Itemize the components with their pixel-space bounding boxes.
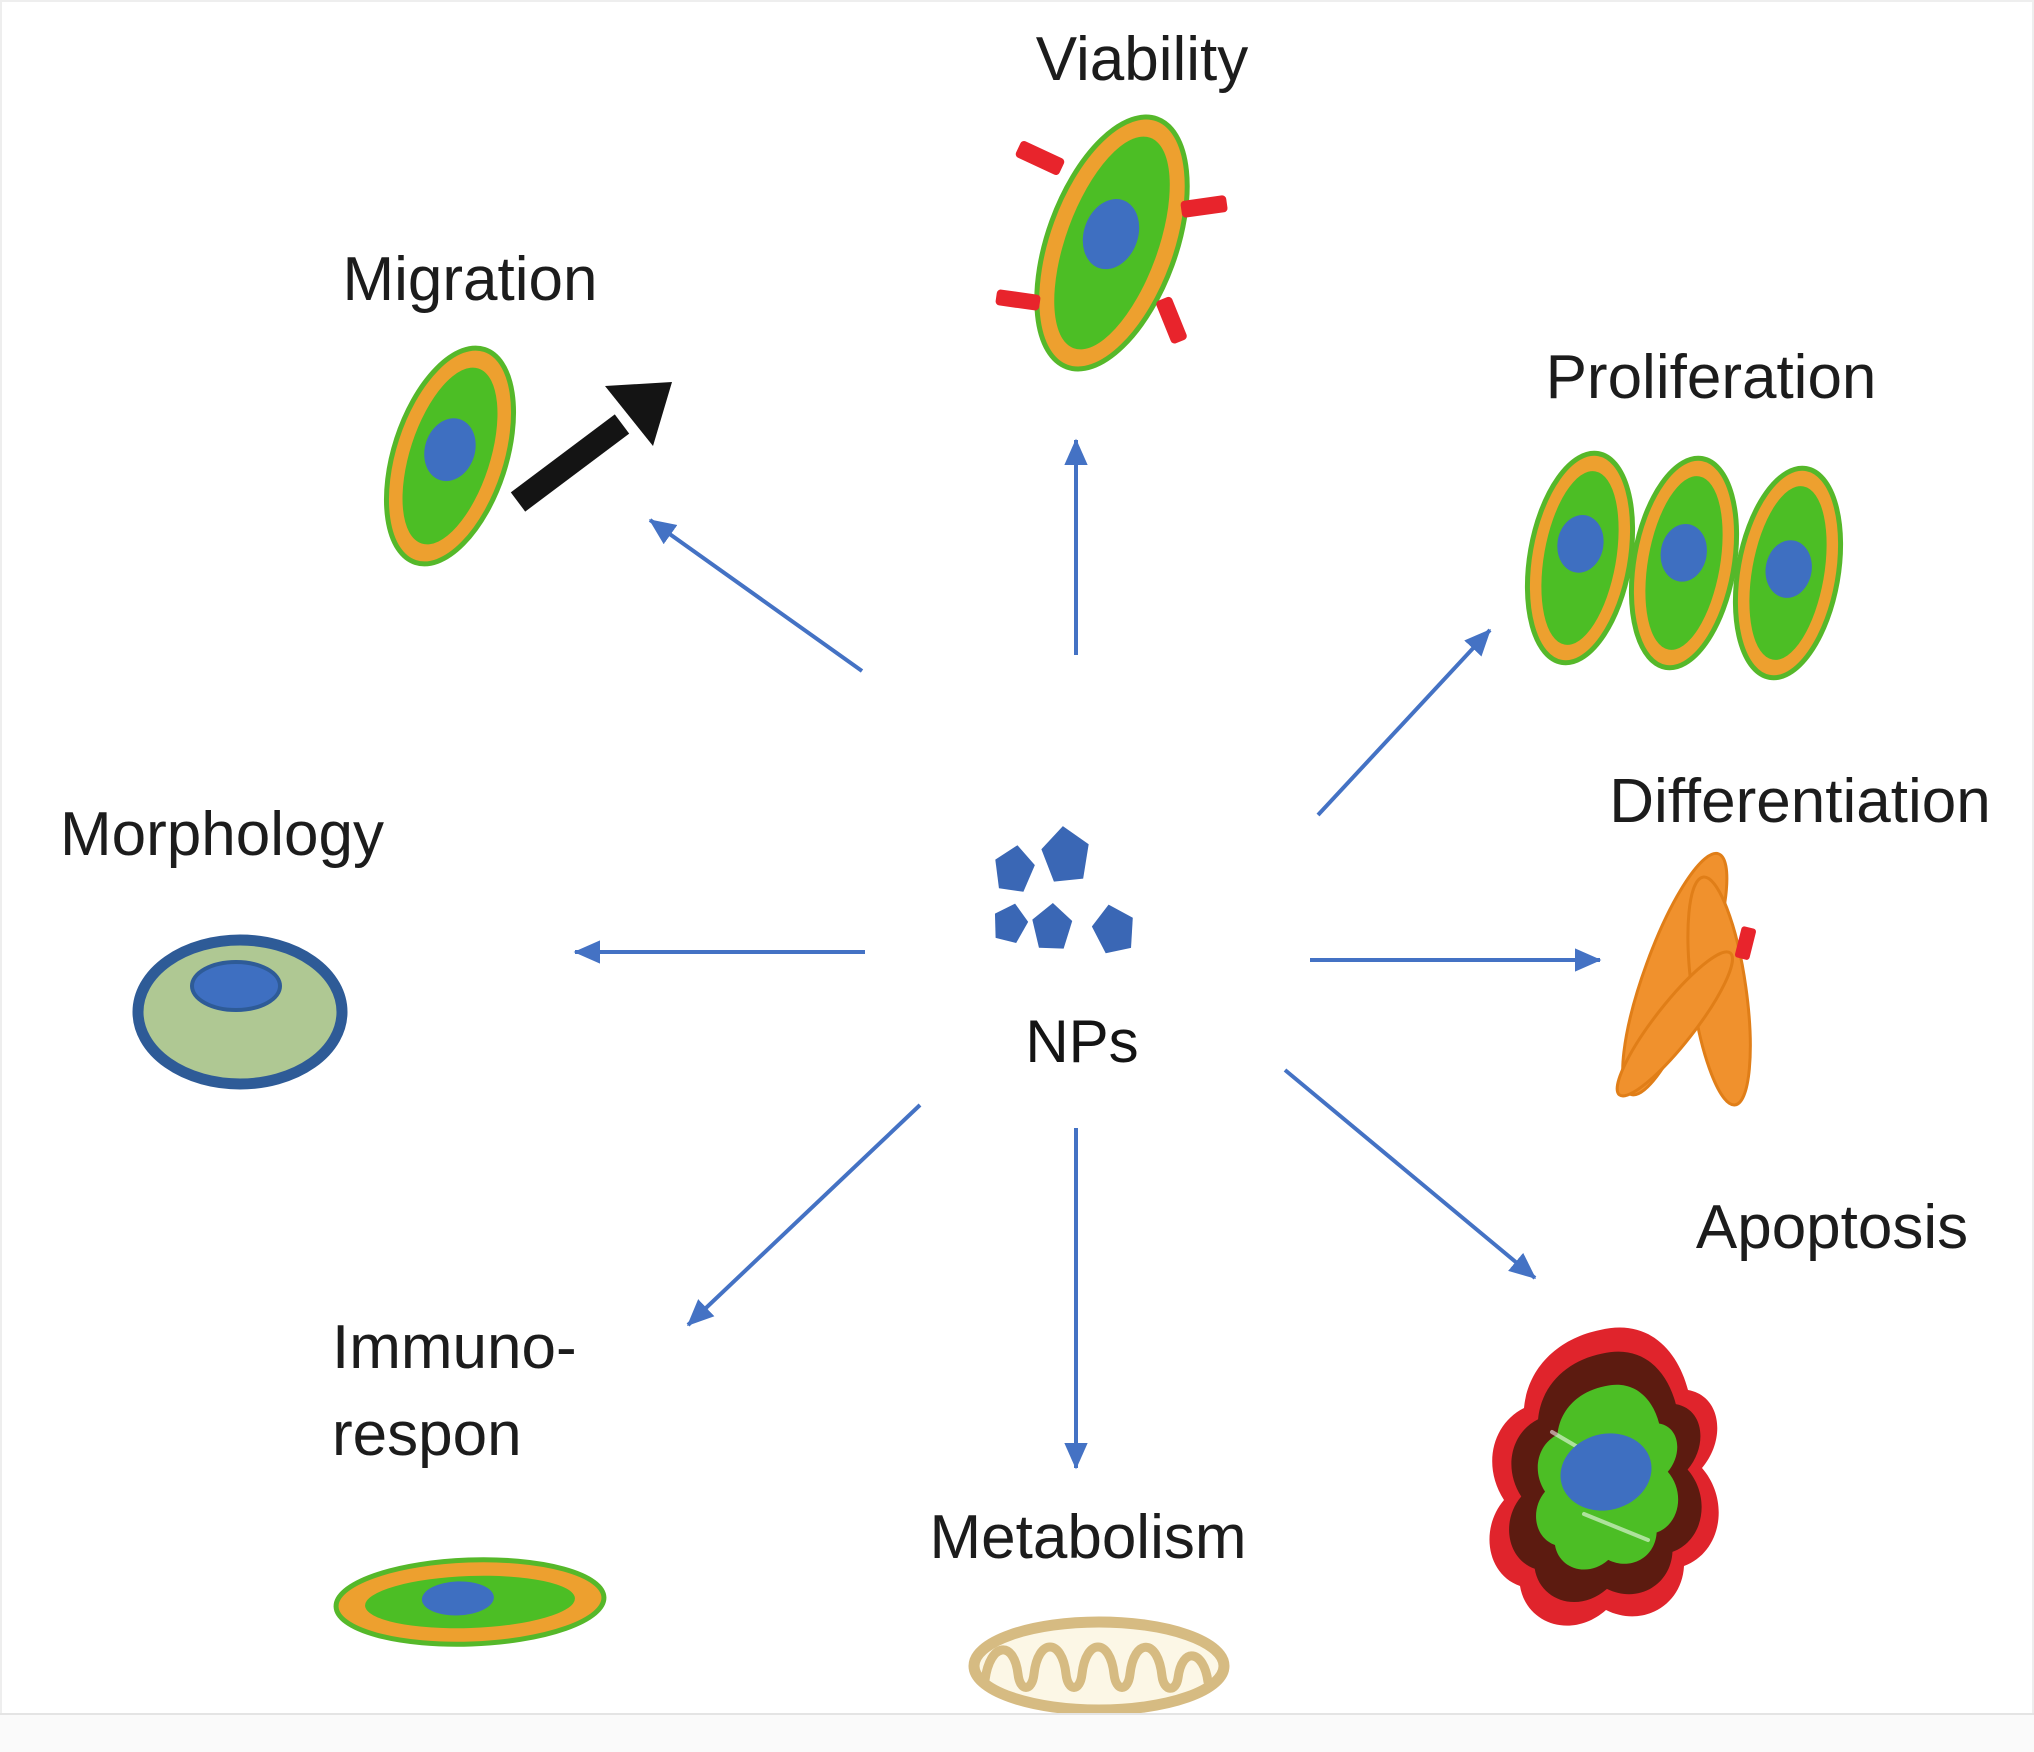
morphology-cell-icon xyxy=(132,934,348,1090)
arrow-group xyxy=(573,438,1602,1470)
membrane-fragment xyxy=(995,289,1041,311)
membrane-fragment xyxy=(1015,141,1065,175)
arrow-to-migration xyxy=(648,518,864,673)
label-viability: Viability xyxy=(1036,25,1249,94)
viability-cell-icon xyxy=(995,114,1228,372)
fiber-red-mark xyxy=(1734,926,1756,960)
cell-nucleus xyxy=(421,1581,494,1616)
nanoparticle-pentagon xyxy=(1039,823,1093,883)
nanoparticle-pentagon xyxy=(991,842,1038,893)
label-apoptosis: Apoptosis xyxy=(1696,1193,1968,1262)
cell-nucleus xyxy=(1765,540,1812,598)
label-immuno-line2: respon xyxy=(332,1400,522,1469)
cell-nucleus xyxy=(1557,515,1604,573)
proliferation-cells-icon xyxy=(1524,450,1844,681)
muscle-fiber xyxy=(1615,950,1734,1098)
differentiation-fibers-icon xyxy=(1615,851,1756,1107)
cell-nucleus xyxy=(1660,523,1707,582)
nanoparticle-pentagon xyxy=(989,899,1032,945)
apoptosis-cell-icon xyxy=(1489,1327,1719,1626)
cell-outline xyxy=(132,934,348,1090)
label-metabolism: Metabolism xyxy=(930,1503,1247,1572)
mitochondrion-icon xyxy=(968,1616,1230,1716)
label-differentiation: Differentiation xyxy=(1609,767,1990,836)
immuno-response-cell-icon xyxy=(333,1557,607,1647)
nanoparticle-pentagon xyxy=(1088,900,1139,955)
membrane-fragment xyxy=(1180,195,1228,218)
migration-cell-icon xyxy=(383,345,672,567)
mitochondrion-cristae xyxy=(980,1642,1213,1693)
cell-nucleus xyxy=(1082,199,1140,270)
label-morphology: Morphology xyxy=(60,800,384,869)
cell-nucleus xyxy=(190,960,282,1012)
nanoparticles-cluster-icon xyxy=(989,823,1139,955)
page-bottom-strip xyxy=(0,1714,2034,1752)
nanoparticle-pentagon xyxy=(1031,902,1073,949)
arrow-to-immuno-response xyxy=(686,1103,922,1327)
label-immuno-line1: Immuno- xyxy=(332,1313,577,1382)
arrow-to-apoptosis xyxy=(1283,1068,1537,1280)
mitochondrion-body xyxy=(968,1616,1230,1716)
arrow-to-proliferation xyxy=(1316,628,1492,817)
center-label-nps: NPs xyxy=(1025,1008,1138,1075)
label-migration: Migration xyxy=(343,245,598,314)
label-proliferation: Proliferation xyxy=(1546,343,1877,412)
membrane-fragment xyxy=(1156,296,1187,344)
migration-direction-arrow-icon xyxy=(510,382,672,512)
cell-nucleus xyxy=(1560,1433,1652,1511)
cell-nucleus xyxy=(424,418,476,482)
